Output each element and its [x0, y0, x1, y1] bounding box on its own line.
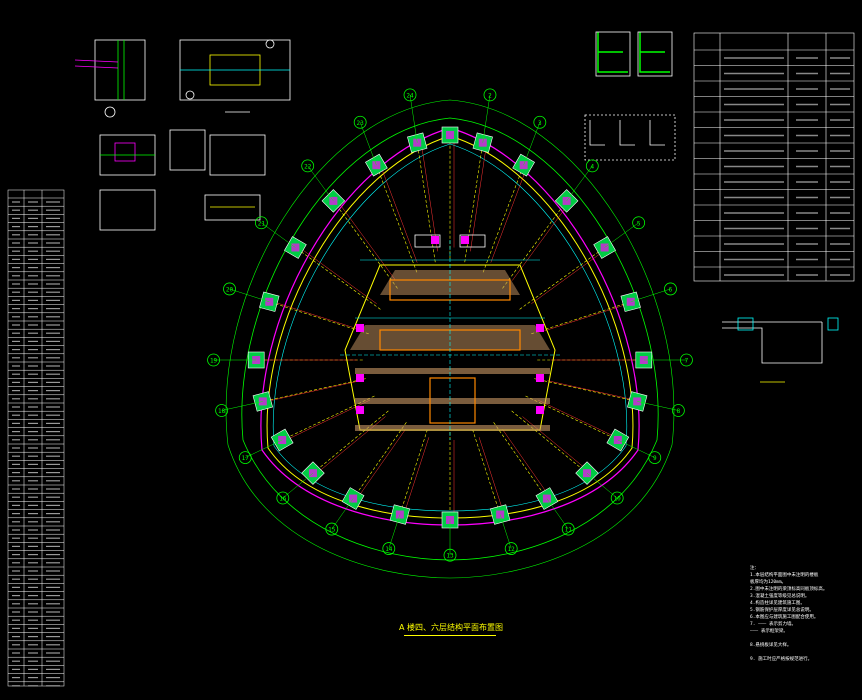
axis-bubble: [671, 404, 685, 417]
slab-edge: [260, 127, 640, 526]
axis-bubble: [301, 159, 315, 173]
section-details-top: [584, 31, 676, 161]
radial-axis: [531, 301, 631, 335]
axis-bubble: [223, 282, 236, 296]
core-column: [431, 236, 439, 244]
schedule-table-right: [693, 32, 855, 282]
axis-bubble: [254, 216, 268, 230]
radial-axis: [262, 378, 366, 402]
note-line: 板厚均为120mm。: [750, 580, 787, 585]
notes-heading: 注：: [750, 566, 759, 571]
axis-label: 4: [590, 163, 594, 170]
axis-label: 18: [218, 408, 226, 415]
axis-bubble: [504, 542, 518, 555]
axis-bubble: [215, 404, 229, 417]
plan-title: A 楼四、六层结构平面布置图: [398, 623, 503, 632]
axis-label: 23: [357, 120, 365, 127]
core-column: [356, 406, 364, 414]
axis-label: 16: [279, 496, 287, 503]
axis-label: 11: [565, 527, 573, 534]
schedule-table-left: [7, 189, 65, 687]
note-line: 6.本图应与建筑施工图配合使用。: [750, 615, 819, 620]
note-line: 1.本层结构平面图中未注明的楼板: [750, 573, 819, 578]
axis-bubble: [648, 451, 662, 465]
detail-sketch-1: [74, 39, 146, 118]
axis-bubble: [680, 353, 693, 367]
axis-label: 7: [685, 358, 689, 365]
axis-bubble: [403, 88, 417, 102]
radial-axis: [352, 422, 407, 499]
note-line: [750, 635, 850, 642]
axis-bubble: [483, 88, 497, 102]
detail-sketch-2: [179, 39, 291, 113]
note-line: ——— 表示框架梁。: [750, 629, 788, 634]
axis-label: 20: [226, 286, 234, 293]
axis-bubble: [561, 522, 575, 536]
axis-bubble: [325, 522, 339, 536]
section-detail-right: [722, 317, 839, 383]
core-column: [356, 324, 364, 332]
axis-bubble: [632, 216, 646, 230]
axis-label: 17: [242, 455, 250, 462]
axis-label: 5: [637, 220, 641, 227]
core-column: [536, 374, 544, 382]
detail-sketch-3: [99, 129, 266, 231]
radial-axis: [511, 410, 588, 474]
axis-bubble: [585, 159, 599, 173]
axis-label: 22: [304, 163, 312, 170]
core-column: [536, 324, 544, 332]
beam-outline: [266, 135, 634, 519]
axis-label: 24: [406, 92, 414, 99]
radial-axis: [502, 200, 567, 289]
dimension-arc: [225, 99, 675, 579]
note-line: [750, 649, 850, 656]
radial-axis: [534, 378, 638, 402]
axis-label: 13: [446, 553, 454, 560]
note-line: 4.构造柱详见建筑施工图。: [750, 601, 805, 606]
note-line: 3.混凝土强度等级见总说明。: [750, 594, 810, 599]
radial-axis: [376, 165, 418, 273]
radial-axis: [333, 200, 398, 289]
general-notes: 注： 1.本层结构平面图中未注明的楼板 板厚均为120mm。 2.图中未注明的梁顶…: [750, 565, 850, 663]
axis-label: 10: [614, 496, 622, 503]
axis-label: 14: [385, 546, 393, 553]
core-column: [536, 406, 544, 414]
core-column: [356, 374, 364, 382]
note-line: 5.钢筋保护层厚度详见总说明。: [750, 608, 814, 613]
axis-bubble: [238, 451, 252, 465]
core-column: [461, 236, 469, 244]
axis-bubble: [533, 115, 547, 129]
note-line: 7. ——— 表示剪力墙。: [750, 622, 796, 627]
axis-bubble: [610, 491, 624, 505]
axis-bubble: [353, 115, 367, 129]
axis-bubble: [664, 282, 677, 296]
axis-label: 19: [210, 358, 218, 365]
axis-label: 12: [508, 546, 516, 553]
axis-label: 9: [653, 455, 657, 462]
note-line: 2.图中未注明的梁顶标高同板顶标高。: [750, 587, 828, 592]
note-line: 9. 施工时应严格按规范进行。: [750, 657, 813, 662]
outer-axis-arc: [241, 117, 659, 561]
axis-label: 8: [677, 408, 681, 415]
axis-bubble: [382, 542, 396, 555]
radial-axis: [269, 301, 369, 335]
radial-axis: [312, 410, 389, 474]
axis-label: 6: [669, 286, 673, 293]
plan-title-underline: [404, 635, 496, 636]
axis-bubble: [276, 491, 290, 505]
axis-bubble: [207, 353, 220, 367]
core: [340, 234, 560, 440]
axis-label: 15: [328, 527, 336, 534]
note-line: 8.悬挑板详见大样。: [750, 643, 792, 648]
axis-bubble: [443, 548, 457, 562]
axis-label: 3: [538, 120, 542, 127]
radial-axis: [482, 165, 524, 273]
axis-label: 21: [258, 220, 266, 227]
radial-axis: [493, 422, 548, 499]
axis-label: 2: [488, 92, 492, 99]
